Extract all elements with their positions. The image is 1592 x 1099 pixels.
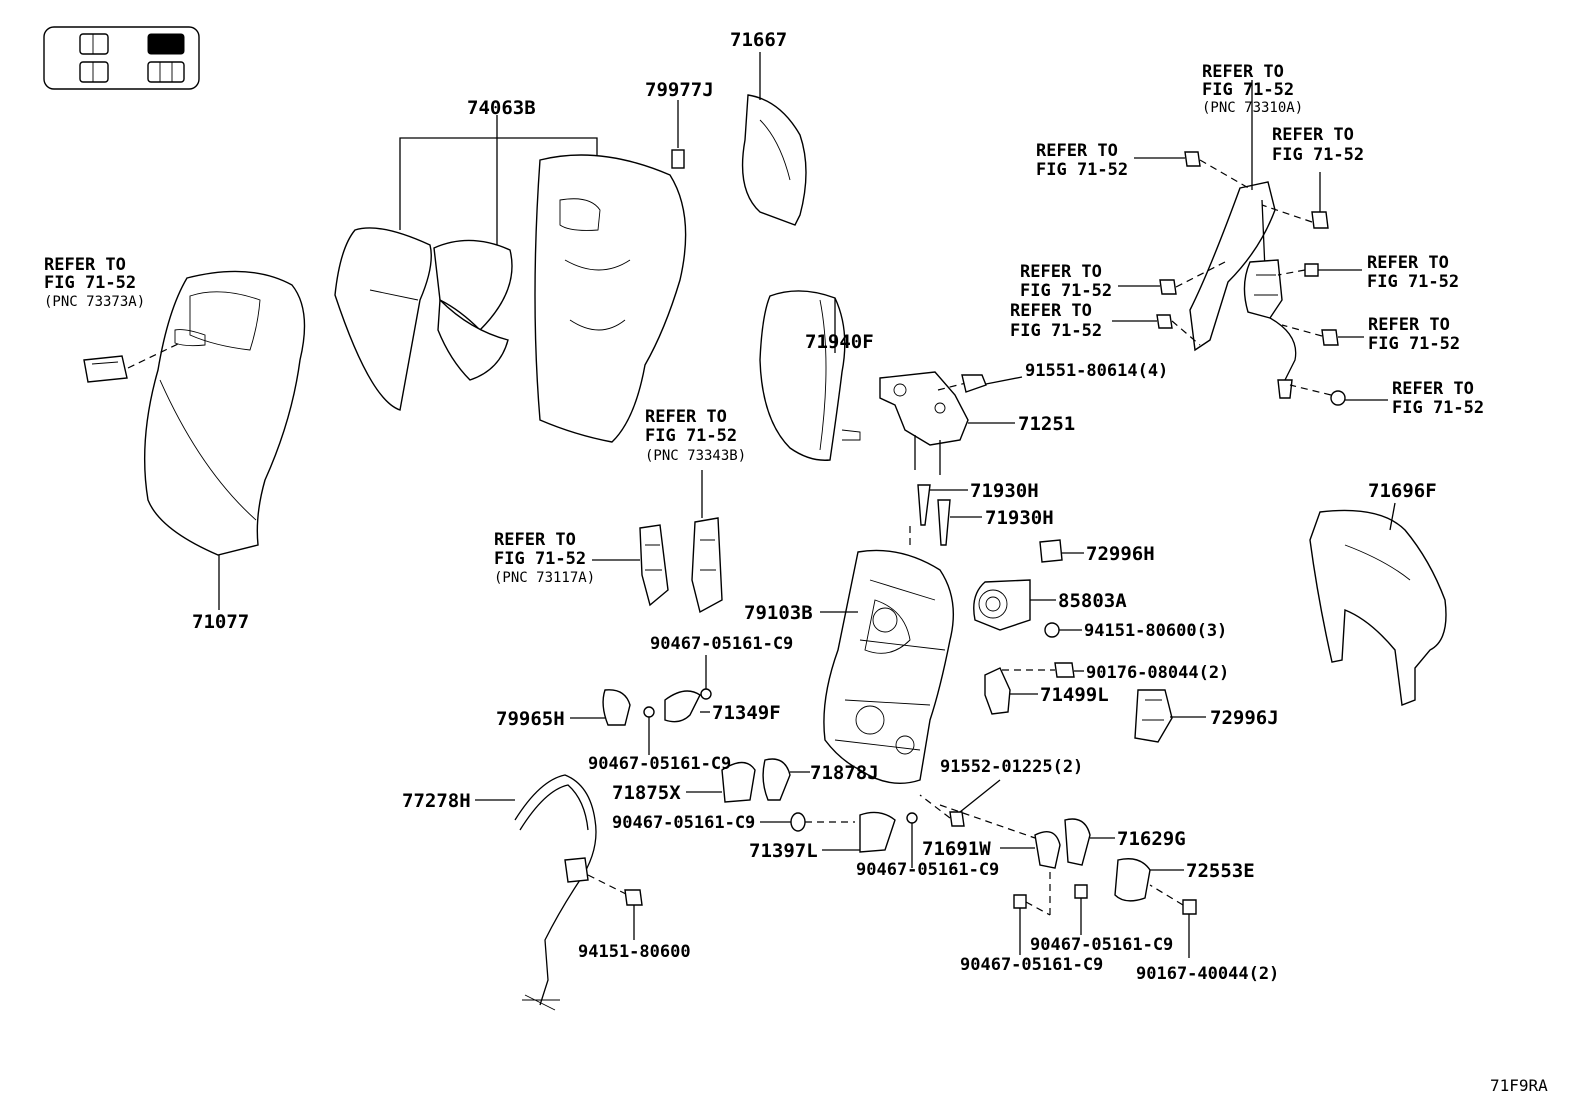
seat-clip-part [83,342,181,383]
label-94151-3: 94151-80600(3) [1084,621,1227,641]
refer-fig-text: FIG 71-52 [494,549,586,569]
cover-79965h [570,689,631,726]
label-71077: 71077 [192,611,249,633]
refer-text: REFER TO [1010,301,1092,321]
label-91552: 91552-01225(2) [940,757,1083,777]
refer-text: REFER TO [1202,62,1284,82]
seat-belt-assembly [1112,80,1388,406]
label-71397l: 71397L [749,840,818,862]
refer-text: REFER TO [494,530,576,550]
cover-71397l [760,811,918,868]
label-71667: 71667 [730,29,787,51]
bolt-91552 [919,779,1001,827]
label-94151: 94151-80600 [578,942,691,962]
refer-pnc-text: (PNC 73310A) [1202,100,1303,116]
connector-72996j [1134,689,1206,743]
screw-90467-pair [1013,870,1197,958]
refer-pnc-text: (PNC 73343B) [645,448,746,464]
nut-94151 [624,889,643,940]
side-cover-71696f [1309,502,1447,706]
motor-85803a [973,579,1056,631]
label-90167: 90167-40044(2) [1136,964,1279,984]
shield-73343b [691,470,723,614]
tag-79977j [671,100,685,169]
diagram-code: 71F9RA [1490,1076,1548,1095]
seatback-pad-74063b [334,115,687,443]
refer-fig-text: FIG 71-52 [1010,321,1102,341]
label-77278h: 77278H [402,790,471,812]
label-74063b: 74063B [467,97,536,119]
cover-71349f [643,655,712,755]
label-79103b: 79103B [744,602,813,624]
cover-72553e [1114,858,1184,902]
label-90467-b: 90467-05161-C9 [588,754,731,774]
seatback-cover-71077 [143,270,306,610]
label-71691w: 71691W [922,838,991,860]
pad-71667 [741,52,807,226]
label-71349f: 71349F [712,702,781,724]
clip-71499l [984,662,1084,715]
refer-fig-text: FIG 71-52 [1020,281,1112,301]
refer-fig-text: FIG 71-52 [645,426,737,446]
label-71940f: 71940F [805,331,874,353]
refer-fig-text: FIG 71-52 [1036,160,1128,180]
refer-pnc-text: (PNC 73117A) [494,570,595,586]
refer-text: REFER TO [1392,379,1474,399]
label-90467-e: 90467-05161-C9 [1030,935,1173,955]
refer-callouts: REFER TO FIG 71-52 (PNC 73373A) REFER TO… [44,62,1484,586]
label-90176: 90176-08044(2) [1086,663,1229,683]
refer-text: REFER TO [1036,141,1118,161]
label-71930h-1: 71930H [970,480,1039,502]
label-79977j: 79977J [645,79,714,101]
refer-fig-text: FIG 71-52 [44,273,136,293]
label-90467-a: 90467-05161-C9 [650,634,793,654]
label-72996h: 72996H [1086,543,1155,565]
side-support-71940f [759,290,861,461]
cover-71875x [686,761,756,803]
label-90467-c: 90467-05161-C9 [612,813,755,833]
label-71875x: 71875X [612,782,681,804]
nut-94151-3 [1044,622,1082,638]
refer-text: REFER TO [1367,253,1449,273]
label-71629g: 71629G [1117,828,1186,850]
refer-pnc-text: (PNC 73373A) [44,294,145,310]
refer-text: REFER TO [1272,125,1354,145]
bolt-91551 [937,374,1023,393]
label-71499l: 71499L [1040,684,1109,706]
seat-position-locator-icon [43,26,200,90]
refer-fig-text: FIG 71-52 [1392,398,1484,418]
refer-fig-text: FIG 71-52 [1368,334,1460,354]
shield-73117a [592,524,669,607]
refer-fig-text: FIG 71-52 [1272,145,1364,165]
cover-71629g [1064,818,1115,866]
refer-text: REFER TO [44,255,126,275]
label-91551: 91551-80614(4) [1025,361,1168,381]
label-72996j: 72996J [1210,707,1279,729]
wire-harness-77278h [475,774,629,1011]
label-85803a: 85803A [1058,590,1127,612]
refer-text: REFER TO [1368,315,1450,335]
refer-fig-text: FIG 71-52 [1202,80,1294,100]
label-90467-d: 90467-05161-C9 [856,860,999,880]
label-71696f: 71696F [1368,480,1437,502]
refer-fig-text: FIG 71-52 [1367,272,1459,292]
label-71930h-2: 71930H [985,507,1054,529]
refer-text: REFER TO [645,407,727,427]
cover-71691w [939,804,1061,869]
cover-71878j [762,758,810,801]
label-90467-f: 90467-05161-C9 [960,955,1103,975]
label-71878j: 71878J [810,762,879,784]
clip-72996h [1039,539,1084,563]
label-79965h: 79965H [496,708,565,730]
seat-frame-79103b [820,525,955,785]
label-72553e: 72553E [1186,860,1255,882]
part-labels: 71667 79977J 74063B 71077 71940F 71251 7… [192,29,1548,1095]
refer-text: REFER TO [1020,262,1102,282]
pin-71930h [917,484,982,546]
label-71251: 71251 [1018,413,1075,435]
bracket-71251 [879,371,1015,475]
